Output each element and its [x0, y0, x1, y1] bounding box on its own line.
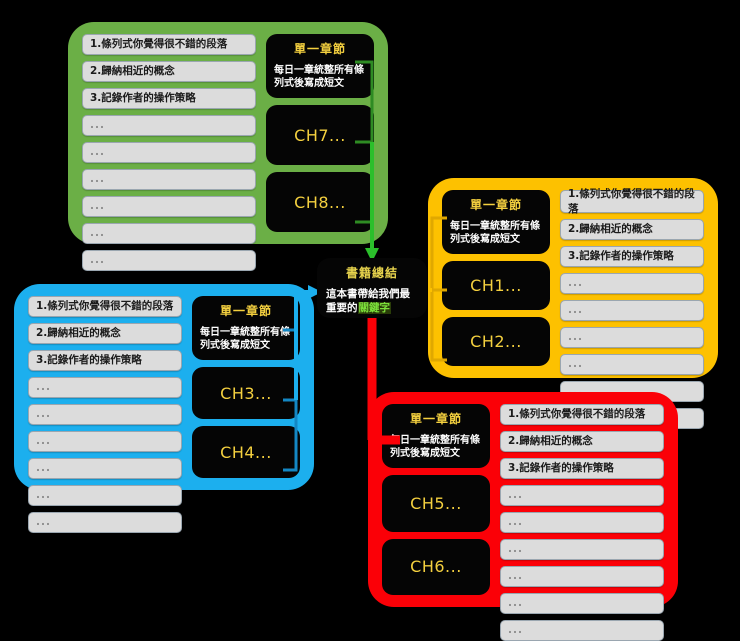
list-item[interactable]: ...	[500, 593, 664, 614]
list-item[interactable]: ...	[500, 539, 664, 560]
list-item[interactable]: ...	[28, 458, 182, 479]
group-content-red: 1.條列式你覺得很不錯的段落 2.歸納相近的概念 3.記錄作者的操作策略 ...…	[368, 392, 678, 641]
book-summary-text: 這本書帶給我們最重要的	[326, 288, 410, 314]
connector-red	[367, 318, 400, 445]
list-item[interactable]: ...	[500, 512, 664, 533]
list-item[interactable]: ...	[82, 223, 256, 244]
chapter-card[interactable]: CH5...	[382, 475, 490, 532]
list-item[interactable]: 3.記錄作者的操作策略	[560, 246, 704, 267]
list-item[interactable]: ...	[500, 566, 664, 587]
bullet-list-red: 1.條列式你覺得很不錯的段落 2.歸納相近的概念 3.記錄作者的操作策略 ...…	[500, 404, 664, 641]
chapter-card[interactable]: CH6...	[382, 538, 490, 595]
chapter-column-red: 單一章節 每日一章統整所有條列式後寫成短文 CH5... CH6...	[382, 404, 490, 595]
group-panel-red[interactable]: 1.條列式你覺得很不錯的段落 2.歸納相近的概念 3.記錄作者的操作策略 ...…	[368, 392, 678, 641]
list-item[interactable]: ...	[82, 142, 256, 163]
chapter-column-yellow: 單一章節 每日一章統整所有條列式後寫成短文 CH1... CH2...	[442, 190, 550, 366]
list-item[interactable]: ...	[28, 431, 182, 452]
chapter-summary-body: 每日一章統整所有條列式後寫成短文	[390, 435, 480, 459]
book-summary-card[interactable]: 書籍總結 這本書帶給我們最重要的關鍵字	[317, 258, 427, 318]
group-content-blue: 1.條列式你覺得很不錯的段落 2.歸納相近的概念 3.記錄作者的操作策略 ...…	[14, 284, 314, 533]
list-item[interactable]: ...	[28, 485, 182, 506]
list-item[interactable]: ...	[82, 115, 256, 136]
connector-blue	[283, 285, 322, 472]
chapter-card[interactable]: CH1...	[442, 261, 550, 310]
connector-yellow	[430, 216, 447, 362]
list-item[interactable]: 3.記錄作者的操作策略	[28, 350, 182, 371]
list-item[interactable]: ...	[82, 250, 256, 271]
bullet-list-green: 1.條列式你覺得很不錯的段落 2.歸納相近的概念 3.記錄作者的操作策略 ...…	[82, 34, 256, 271]
list-item[interactable]: ...	[560, 327, 704, 348]
book-summary-body: 這本書帶給我們最重要的關鍵字	[326, 287, 418, 315]
list-item[interactable]: ...	[560, 273, 704, 294]
list-item[interactable]: ...	[560, 354, 704, 375]
list-item[interactable]: 3.記錄作者的操作策略	[82, 88, 256, 109]
list-item[interactable]: ...	[28, 377, 182, 398]
list-item[interactable]: 2.歸納相近的概念	[82, 61, 256, 82]
list-item[interactable]: ...	[28, 512, 182, 533]
list-item[interactable]: 1.條列式你覺得很不錯的段落	[560, 188, 704, 215]
list-item[interactable]: 1.條列式你覺得很不錯的段落	[500, 404, 664, 425]
chapter-summary-title: 單一章節	[219, 304, 272, 318]
chapter-card[interactable]: CH2...	[442, 317, 550, 366]
connector-green	[355, 60, 379, 262]
group-content-green: 1.條列式你覺得很不錯的段落 2.歸納相近的概念 3.記錄作者的操作策略 ...…	[68, 22, 388, 271]
bullet-list-blue: 1.條列式你覺得很不錯的段落 2.歸納相近的概念 3.記錄作者的操作策略 ...…	[28, 296, 182, 533]
book-summary-keyword: 關鍵字	[357, 302, 391, 314]
chapter-summary-body: 每日一章統整所有條列式後寫成短文	[200, 327, 290, 351]
list-item[interactable]: 1.條列式你覺得很不錯的段落	[28, 296, 182, 317]
chapter-summary-title: 單一章節	[469, 198, 522, 212]
group-panel-green[interactable]: 1.條列式你覺得很不錯的段落 2.歸納相近的概念 3.記錄作者的操作策略 ...…	[68, 22, 388, 271]
chapter-column-blue: 單一章節 每日一章統整所有條列式後寫成短文 CH3... CH4...	[192, 296, 300, 478]
list-item[interactable]: ...	[560, 300, 704, 321]
list-item[interactable]: ...	[28, 404, 182, 425]
list-item[interactable]: 3.記錄作者的操作策略	[500, 458, 664, 479]
list-item[interactable]: ...	[82, 196, 256, 217]
group-panel-blue[interactable]: 1.條列式你覺得很不錯的段落 2.歸納相近的概念 3.記錄作者的操作策略 ...…	[14, 284, 314, 533]
chapter-summary-card[interactable]: 單一章節 每日一章統整所有條列式後寫成短文	[442, 190, 550, 254]
chapter-summary-card[interactable]: 單一章節 每日一章統整所有條列式後寫成短文	[382, 404, 490, 468]
chapter-summary-body: 每日一章統整所有條列式後寫成短文	[450, 221, 540, 245]
list-item[interactable]: ...	[500, 620, 664, 641]
chapter-summary-card[interactable]: 單一章節 每日一章統整所有條列式後寫成短文	[266, 34, 374, 98]
list-item[interactable]: ...	[82, 169, 256, 190]
book-summary-title: 書籍總結	[345, 266, 398, 280]
chapter-summary-body: 每日一章統整所有條列式後寫成短文	[274, 65, 364, 89]
list-item[interactable]: 2.歸納相近的概念	[28, 323, 182, 344]
list-item[interactable]: 1.條列式你覺得很不錯的段落	[82, 34, 256, 55]
list-item[interactable]: ...	[500, 485, 664, 506]
chapter-summary-title: 單一章節	[409, 412, 462, 426]
chapter-card[interactable]: CH3...	[192, 367, 300, 419]
chapter-card[interactable]: CH7...	[266, 105, 374, 165]
chapter-summary-card[interactable]: 單一章節 每日一章統整所有條列式後寫成短文	[192, 296, 300, 360]
list-item[interactable]: 2.歸納相近的概念	[500, 431, 664, 452]
chapter-summary-title: 單一章節	[293, 42, 346, 56]
list-item[interactable]: 2.歸納相近的概念	[560, 219, 704, 240]
chapter-card[interactable]: CH4...	[192, 426, 300, 478]
